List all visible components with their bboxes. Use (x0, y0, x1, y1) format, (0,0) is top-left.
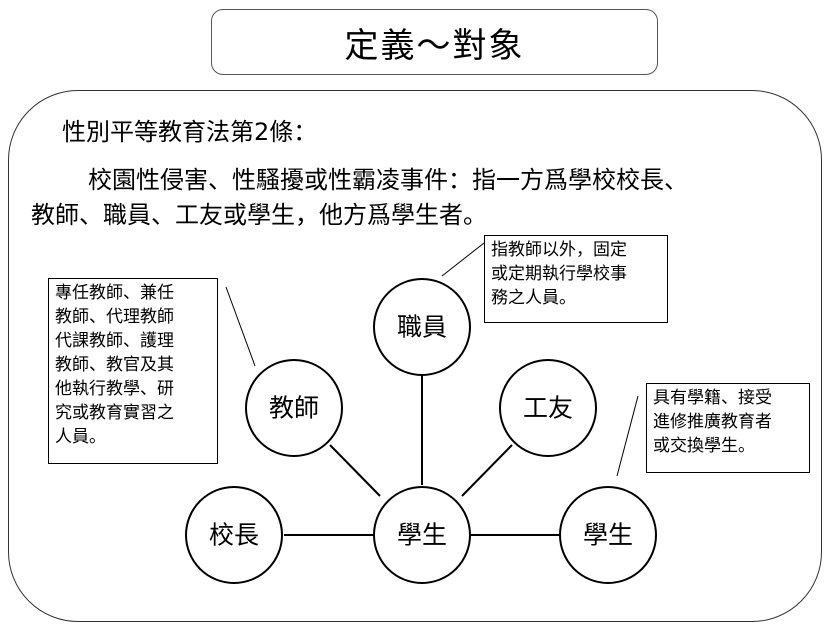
node-center-student-label: 學生 (397, 521, 447, 550)
note-student-definition: 具有學籍、接受 進修推廣教育者 或交換學生。 (646, 383, 810, 473)
note-line: 人員。 (55, 427, 106, 447)
node-principal (185, 486, 283, 584)
note-line: 或定期執行學校事 (491, 264, 627, 284)
law-title: 性別平等教育法第2條： (62, 118, 318, 146)
callout-pointer-staff (441, 242, 485, 277)
note-line: 專任教師、兼任 (55, 283, 174, 303)
note-line: 進修推廣教育者 (653, 412, 772, 432)
law-definition-line-2: 教師、職員、工友或學生，他方爲學生者。 (31, 201, 487, 229)
callout-pointers (225, 242, 639, 477)
note-line: 具有學籍、接受 (653, 388, 772, 408)
note-staff-definition: 指教師以外，固定 或定期執行學校事 務之人員。 (484, 235, 668, 323)
note-line: 務之人員。 (491, 288, 576, 308)
note-line: 教師、教官及其 (55, 355, 174, 375)
node-worker (499, 359, 597, 457)
node-staff (373, 278, 471, 376)
note-line: 教師、代理教師 (55, 307, 174, 327)
connector-center-teacher (329, 444, 381, 497)
node-staff-label: 職員 (397, 313, 447, 342)
node-student (559, 486, 657, 584)
note-line: 指教師以外，固定 (491, 240, 627, 260)
title-box: 定義～對象 (211, 9, 658, 75)
node-student-label: 學生 (583, 521, 633, 550)
node-teacher-label: 教師 (269, 394, 319, 423)
note-line: 他執行教學、研 (55, 379, 174, 399)
law-definition-line-1: 校園性侵害、性騷擾或性霸凌事件：指一方爲學校校長、 (88, 166, 688, 194)
node-teacher (245, 359, 343, 457)
note-line: 究或教育實習之 (55, 403, 174, 423)
note-teacher-definition: 專任教師、兼任 教師、代理教師 代課教師、護理 教師、教官及其 他執行教學、研 … (48, 278, 218, 464)
node-worker-label: 工友 (523, 394, 573, 423)
callout-pointer-teacher (225, 286, 256, 367)
connectors (284, 375, 560, 536)
callout-pointer-student (616, 395, 639, 477)
connector-center-worker (461, 444, 513, 497)
note-line: 或交換學生。 (653, 436, 755, 456)
node-principal-label: 校長 (209, 521, 259, 550)
page-title: 定義～對象 (344, 25, 525, 66)
node-center-student (373, 486, 471, 584)
note-line: 代課教師、護理 (55, 331, 174, 351)
